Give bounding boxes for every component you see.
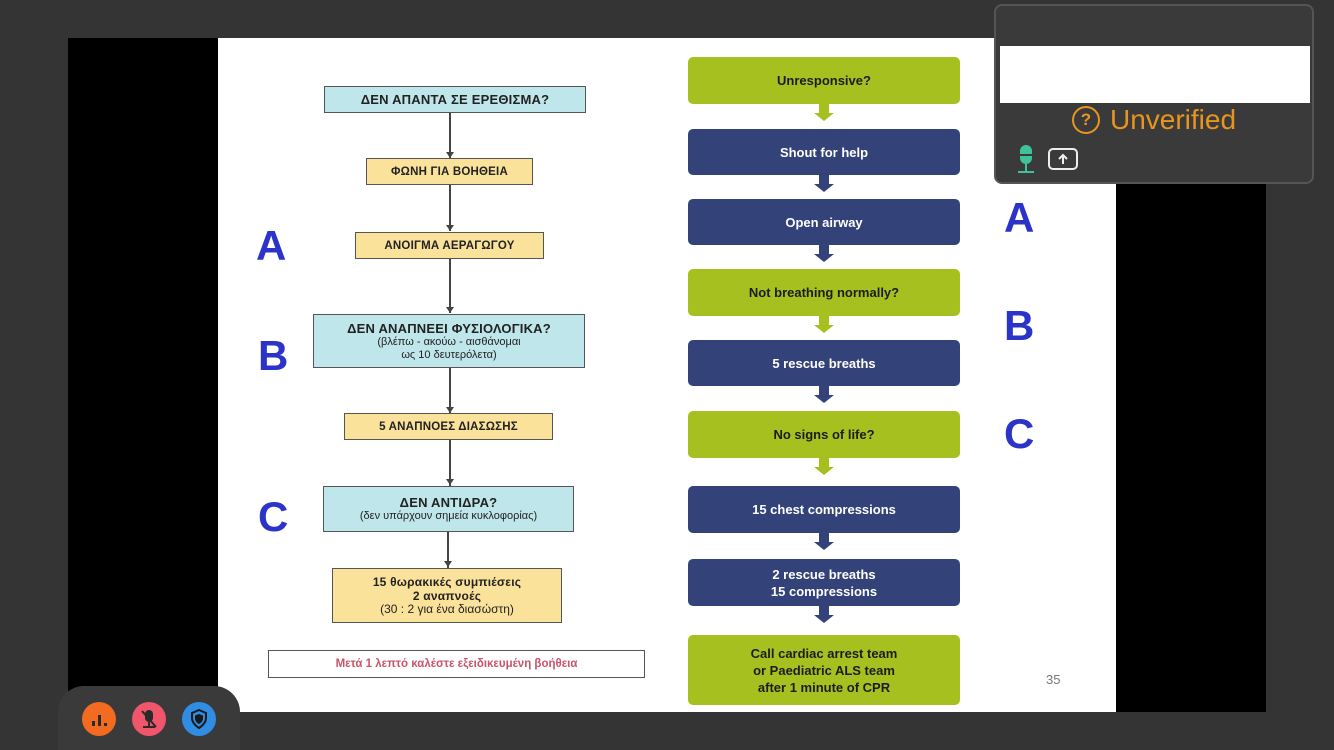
connector <box>449 259 451 313</box>
security-button[interactable] <box>182 702 216 736</box>
bar-chart-icon <box>92 715 107 726</box>
step-rescue-breaths-gr: 5 ΑΝΑΠΝΟΕΣ ΔΙΑΣΩΣΗΣ <box>344 413 553 440</box>
microphone-muted-icon <box>141 710 157 728</box>
arrow-icon <box>446 407 454 413</box>
verification-status: ? Unverified <box>996 104 1312 136</box>
label-a-right: A <box>1004 194 1035 241</box>
call-help-note: Μετά 1 λεπτό καλέστε εξειδικευμένη βοήθε… <box>268 650 645 678</box>
step-15-chest-compressions: 15 chest compressions <box>688 486 960 533</box>
mute-button[interactable] <box>132 702 166 736</box>
step-unresponsive: Unresponsive? <box>688 57 960 104</box>
connector <box>449 440 451 486</box>
step-breathing-gr: ΔΕΝ ΑΝΑΠΝΕΕΙ ΦΥΣΙΟΛΟΓΙΚΑ? (βλέπω - ακούω… <box>313 314 585 368</box>
connector <box>449 113 451 158</box>
label-b-left: B <box>258 332 289 379</box>
microphone-icon[interactable] <box>1016 144 1036 174</box>
label-a-left: A <box>256 222 287 269</box>
connector <box>447 532 449 568</box>
participant-panel: ? Unverified <box>994 4 1314 184</box>
arrow-icon <box>446 307 454 313</box>
arrow-down-icon <box>814 245 834 263</box>
arrow-icon <box>446 479 454 485</box>
step-5-rescue-breaths: 5 rescue breaths <box>688 340 960 386</box>
arrow-icon <box>444 561 452 567</box>
step-shout-gr: ΦΩΝΗ ΓΙΑ ΒΟΗΘΕΙΑ <box>366 158 533 185</box>
arrow-down-icon <box>814 175 834 193</box>
connector <box>449 368 451 413</box>
arrow-icon <box>446 152 454 158</box>
stats-button[interactable] <box>82 702 116 736</box>
connector <box>449 185 451 231</box>
label-c-left: C <box>258 493 289 540</box>
arrow-down-icon <box>814 104 834 122</box>
step-compressions-gr: 15 θωρακικές συμπιέσεις 2 αναπνοές (30 :… <box>332 568 562 623</box>
arrow-icon <box>446 225 454 231</box>
presentation-slide: ΔΕΝ ΑΠΑΝΤΑ ΣΕ ΕΡΕΘΙΣΜΑ? ΦΩΝΗ ΓΙΑ ΒΟΗΘΕΙΑ… <box>218 38 1116 712</box>
arrow-down-icon <box>814 606 834 624</box>
arrow-down-icon <box>814 533 834 551</box>
label-c-right: C <box>1004 410 1035 457</box>
step-no-response-gr: ΔΕΝ ΑΝΤΙΔΡΑ? (δεν υπάρχουν σημεία κυκλοφ… <box>323 486 574 532</box>
label-b-right: B <box>1004 302 1035 349</box>
step-breaths-compressions: 2 rescue breaths 15 compressions <box>688 559 960 606</box>
step-open-airway: Open airway <box>688 199 960 245</box>
step-not-breathing: Not breathing normally? <box>688 269 960 316</box>
help-circle-icon[interactable]: ? <box>1071 106 1100 134</box>
arrow-down-icon <box>814 386 834 404</box>
arrow-down-icon <box>814 458 834 476</box>
step-unresponsive-gr: ΔΕΝ ΑΠΑΝΤΑ ΣΕ ΕΡΕΘΙΣΜΑ? <box>324 86 586 113</box>
arrow-down-icon <box>814 316 834 334</box>
step-no-signs-of-life: No signs of life? <box>688 411 960 458</box>
video-thumbnail <box>1000 46 1310 103</box>
share-screen-icon[interactable] <box>1048 148 1078 170</box>
step-call-arrest-team: Call cardiac arrest team or Paediatric A… <box>688 635 960 705</box>
shield-icon <box>191 709 207 729</box>
step-airway-gr: ΑΝΟΙΓΜΑ ΑΕΡΑΓΩΓΟΥ <box>355 232 544 259</box>
control-tray <box>58 686 240 750</box>
page-number: 35 <box>1046 672 1061 687</box>
step-shout-for-help: Shout for help <box>688 129 960 175</box>
